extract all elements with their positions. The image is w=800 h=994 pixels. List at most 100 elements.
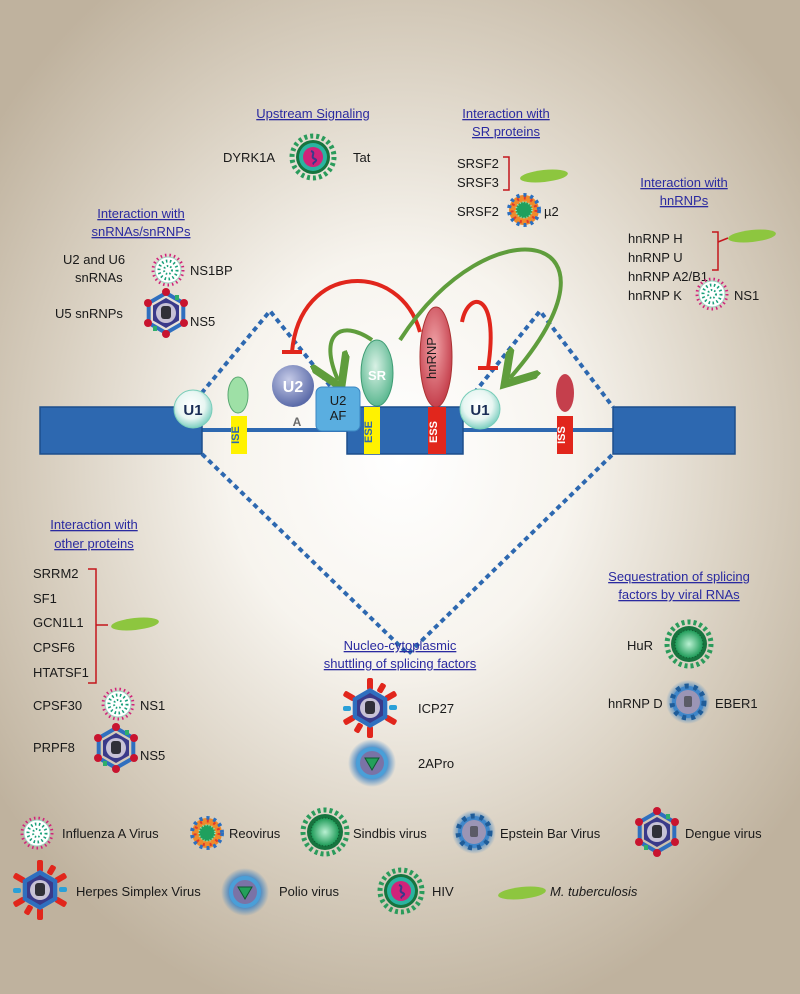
ns1-label: NS1 xyxy=(734,288,759,303)
u1-snrnp-left: U1 xyxy=(173,389,213,429)
herpes-icon xyxy=(12,860,68,920)
sr-label: SR xyxy=(368,368,387,383)
u2af-label-1: U2 xyxy=(330,393,347,408)
ise-label: ISE xyxy=(230,426,242,444)
legend-item-mtb: M. tuberculosis xyxy=(497,884,638,902)
legend-reovirus-label: Reovirus xyxy=(229,826,281,841)
polio-icon xyxy=(220,867,270,917)
sf1-label: SF1 xyxy=(33,591,57,606)
hnrnp-u-label: hnRNP U xyxy=(628,250,683,265)
sr-protein xyxy=(360,339,394,407)
hnrnp-heading-line1: Interaction with xyxy=(640,175,727,190)
u1-snrnp-right: U1 xyxy=(459,388,501,430)
legend-influenza-label: Influenza A Virus xyxy=(62,826,159,841)
seq-heading-line1: Sequestration of splicing xyxy=(608,569,750,584)
sr-heading-line1: Interaction with xyxy=(462,106,549,121)
ese-element xyxy=(364,407,380,454)
hnrnp-k-label: hnRNP K xyxy=(628,288,682,303)
legend-item-polio: Polio virus xyxy=(220,867,339,917)
iss-factor xyxy=(556,374,574,412)
u2-label: U2 xyxy=(283,379,304,396)
legend-item-hsv: Herpes Simplex Virus xyxy=(12,860,201,920)
eber1-label: EBER1 xyxy=(715,696,758,711)
mtb-icon xyxy=(110,615,160,633)
icp27-label: ICP27 xyxy=(418,701,454,716)
seq-heading-line2: factors by viral RNAs xyxy=(618,587,740,602)
other-heading-line2: other proteins xyxy=(54,536,134,551)
u1-right-label: U1 xyxy=(470,402,489,419)
legend-item-hiv: HIV xyxy=(380,870,454,912)
ns1-label: NS1 xyxy=(140,698,165,713)
ns1bp-label: NS1BP xyxy=(190,263,233,278)
other-proteins-panel: Interaction with other proteins SRRM2 SF… xyxy=(33,517,165,775)
tat-label: Tat xyxy=(353,150,371,165)
sindbis-icon xyxy=(667,622,711,666)
exon-right xyxy=(612,406,736,455)
snrna-panel: Interaction with snRNAs/snRNPs U2 and U6… xyxy=(55,206,233,340)
splice-paths xyxy=(188,307,615,657)
upstream-heading: Upstream Signaling xyxy=(256,106,369,121)
srsf3-label: SRSF3 xyxy=(457,175,499,190)
dengue-icon xyxy=(142,286,190,340)
legend-item-reovirus: Reovirus xyxy=(190,816,281,850)
ese-label: ESE xyxy=(363,421,375,443)
ise-element xyxy=(231,416,247,454)
mu2-label: µ2 xyxy=(544,204,559,219)
legend-item-influenza: Influenza A Virus xyxy=(20,816,159,850)
snrna-heading-line2: snRNAs/snRNPs xyxy=(92,224,191,239)
branch-point-label: A xyxy=(293,415,302,429)
splicing-diagram: U1 ISE U2 A U2 AF SR ESE hnRNP ESS U1 xyxy=(39,247,736,657)
reovirus-icon xyxy=(190,816,224,850)
iss-label: ISS xyxy=(556,426,568,444)
legend-item-ebv: Epstein Bar Virus xyxy=(452,810,601,854)
hnrnp-a2b1-label: hnRNP A2/B1 xyxy=(628,269,708,284)
inhibition-arrow-u2 xyxy=(290,278,422,353)
mtb-icon xyxy=(497,884,547,902)
hiv-icon xyxy=(380,870,422,912)
legend: Influenza A Virus Reovirus Sindbis virus… xyxy=(12,805,762,920)
gcn1l1-label: GCN1L1 xyxy=(33,615,84,630)
legend-dengue-label: Dengue virus xyxy=(685,826,762,841)
sr-proteins-panel: Interaction with SR proteins SRSF2 SRSF3… xyxy=(457,106,569,227)
ns5-label: NS5 xyxy=(140,748,165,763)
ess-label: ESS xyxy=(428,421,440,443)
activation-arrow-u2af xyxy=(330,328,374,380)
influenza-icon xyxy=(101,687,135,721)
htatsf1-label: HTATSF1 xyxy=(33,665,89,680)
dengue-icon xyxy=(92,721,140,775)
legend-mtb-label: M. tuberculosis xyxy=(550,884,638,899)
legend-sindbis-label: Sindbis virus xyxy=(353,826,427,841)
dyrk1a-label: DYRK1A xyxy=(223,150,275,165)
legend-ebv-label: Epstein Bar Virus xyxy=(500,826,601,841)
ebv-icon xyxy=(666,680,710,724)
ess-element xyxy=(428,407,446,454)
ns5-label: NS5 xyxy=(190,314,215,329)
hnrnp-panel: Interaction with hnRNPs hnRNP H hnRNP U … xyxy=(628,175,777,311)
iss-element xyxy=(557,416,573,454)
ise-factor xyxy=(227,376,249,414)
other-heading-line1: Interaction with xyxy=(50,517,137,532)
legend-item-dengue: Dengue virus xyxy=(633,805,762,859)
influenza-icon xyxy=(151,253,185,287)
hnrnp-heading-line2: hnRNPs xyxy=(660,193,709,208)
cpsf30-label: CPSF30 xyxy=(33,698,82,713)
snrna-heading-line1: Interaction with xyxy=(97,206,184,221)
hnrnp-label: hnRNP xyxy=(424,337,439,379)
activation-arrow-u1 xyxy=(398,247,563,378)
u2af-factor xyxy=(315,386,361,432)
cpsf6-label: CPSF6 xyxy=(33,640,75,655)
influenza-icon xyxy=(20,816,54,850)
mtb-icon xyxy=(727,227,777,245)
herpes-icon xyxy=(342,678,398,738)
u2u6-label-line1: U2 and U6 xyxy=(63,252,125,267)
influenza-icon xyxy=(695,277,729,311)
u2-snrnp: U2 xyxy=(272,365,314,407)
legend-hiv-label: HIV xyxy=(432,884,454,899)
ebv-icon xyxy=(452,810,496,854)
dengue-icon xyxy=(633,805,681,859)
legend-polio-label: Polio virus xyxy=(279,884,339,899)
polio-icon xyxy=(347,738,397,788)
legend-hsv-label: Herpes Simplex Virus xyxy=(76,884,201,899)
